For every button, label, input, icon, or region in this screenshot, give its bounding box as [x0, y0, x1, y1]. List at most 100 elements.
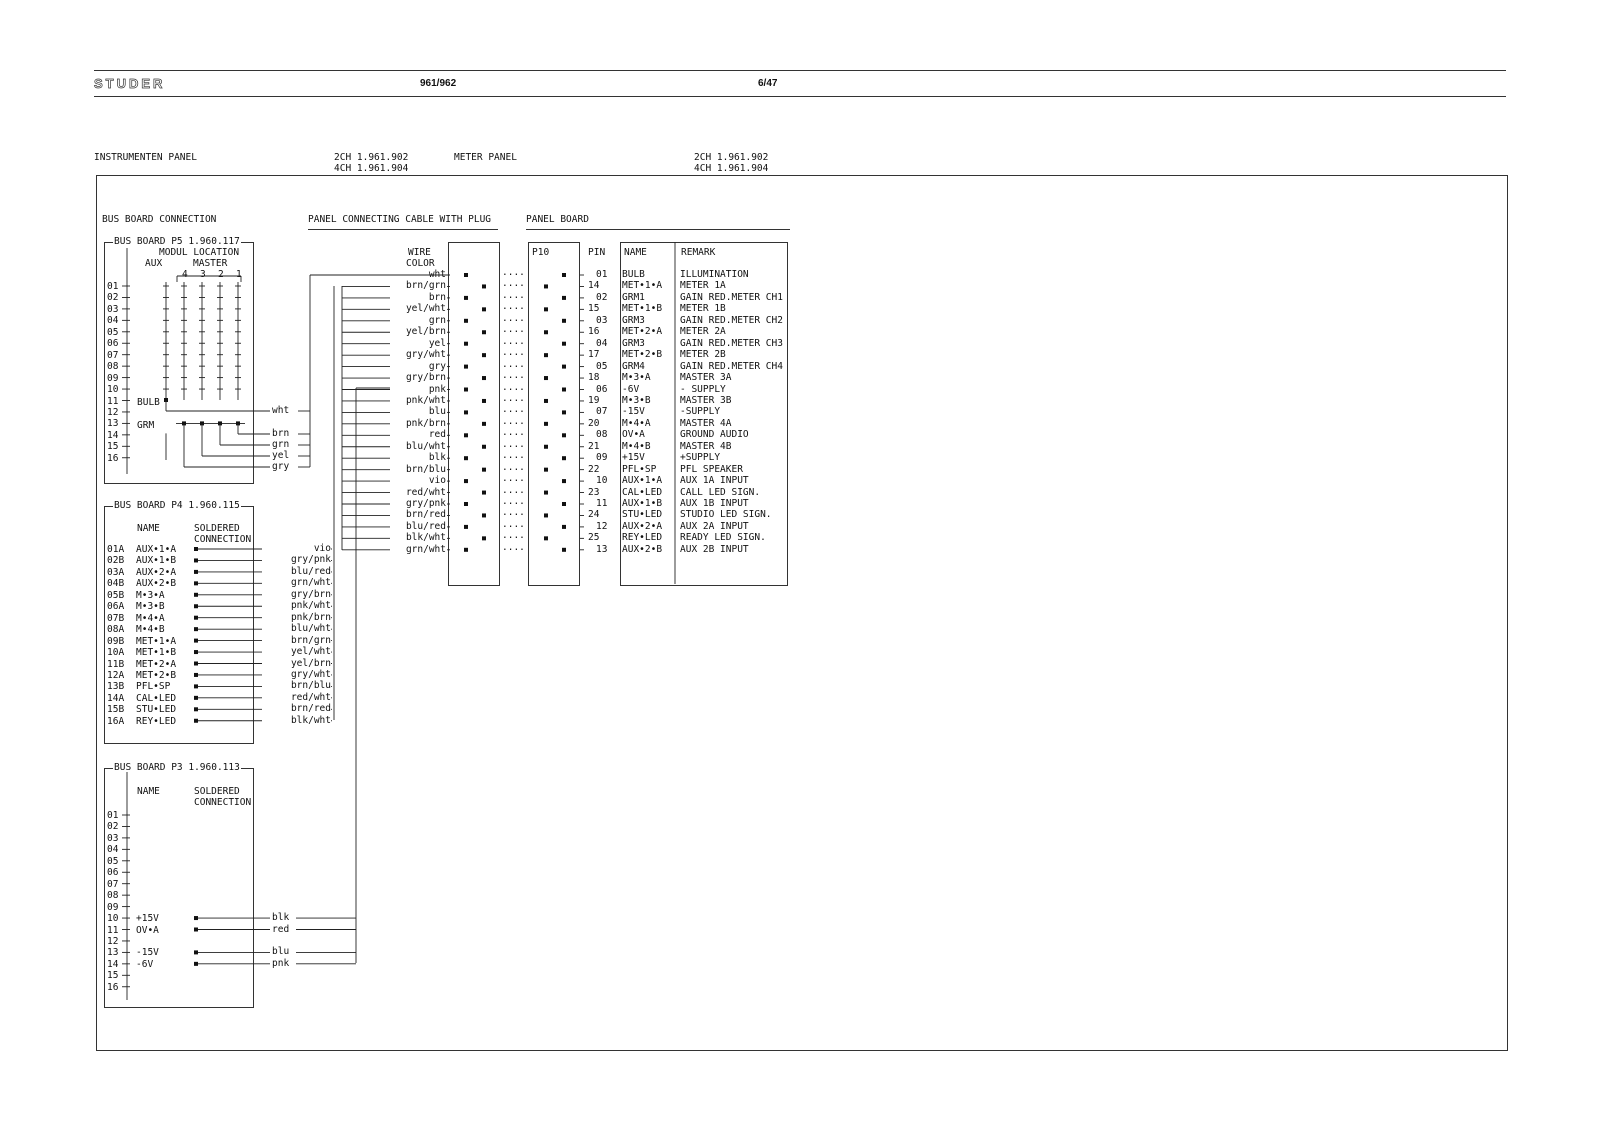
- plug-pin: [482, 421, 486, 426]
- p3-solder-point: [194, 927, 198, 932]
- panel-remark: METER 2A: [680, 326, 726, 338]
- p4-solder-point: [194, 661, 198, 666]
- p4-pin: 09B: [107, 635, 125, 647]
- p4-pin: 11B: [107, 658, 125, 670]
- p4-signal-name: AUX•1•A: [136, 544, 177, 555]
- pin-continuation: ....: [502, 404, 525, 416]
- socket-pin: [544, 490, 548, 495]
- panel-pin: 08: [596, 429, 608, 441]
- p3-signal-name: -6V: [136, 958, 154, 970]
- cable-wire-color: blu/red: [405, 520, 446, 532]
- panel-pin: 23: [588, 486, 600, 498]
- panel-signal-name: AUX•2•B: [622, 543, 663, 555]
- p5-wire-label: yel: [272, 450, 290, 461]
- p4-pin: 02B: [107, 555, 125, 567]
- panel-pin: 11: [596, 498, 608, 509]
- p10-label: P10: [532, 247, 550, 258]
- p3-pin: 15: [107, 970, 119, 982]
- p3-wire-color: blu: [272, 946, 290, 958]
- pin-continuation: ....: [502, 450, 525, 462]
- socket-pin: [562, 456, 566, 461]
- pin-continuation: ....: [502, 473, 525, 485]
- p4-signal-name: CAL•LED: [136, 692, 177, 704]
- p3-pin: 03: [107, 832, 119, 844]
- panel-signal-name: GRM3: [622, 314, 645, 326]
- panel-remark: GAIN RED.METER CH4: [680, 360, 783, 372]
- socket-pin: [562, 502, 566, 506]
- panel-signal-name: GRM1: [622, 291, 645, 303]
- panel-pin: 18: [588, 372, 600, 384]
- panel-board-heading: PANEL BOARD: [526, 214, 589, 225]
- p4-pin: 15B: [107, 704, 125, 716]
- p3-pin: 11: [107, 924, 119, 936]
- panel-signal-name: AUX•2•A: [622, 520, 663, 532]
- p3-wire-color: red: [272, 923, 290, 935]
- panel-pin: 19: [588, 394, 600, 406]
- p3-solder-point: [194, 950, 198, 955]
- p3-solder-point: [194, 916, 198, 921]
- cable-wire-color: blk: [428, 452, 446, 464]
- p4-wire-color: brn/red: [290, 703, 331, 715]
- cable-wire-color: blu/wht: [405, 440, 446, 452]
- panel-pin: 07: [596, 406, 608, 418]
- panel-signal-name: BULB: [622, 269, 645, 280]
- p5-pin: 13: [107, 418, 119, 430]
- socket-pin: [562, 524, 566, 529]
- panel-signal-name: -6V: [622, 383, 640, 395]
- socket-pin: [562, 364, 566, 369]
- p4-solder-point: [194, 638, 198, 643]
- socket-pin: [544, 284, 548, 289]
- socket-pin: [562, 387, 566, 392]
- p5-pin: 01: [107, 281, 119, 292]
- p3-connection-header: CONNECTION: [194, 797, 252, 808]
- panel-pin: 04: [596, 337, 608, 349]
- p3-pin: 12: [107, 935, 119, 947]
- pin-continuation: ....: [502, 324, 525, 336]
- panel-signal-name: OV•A: [622, 429, 645, 441]
- panel-pin: 14: [588, 280, 600, 292]
- plug-pin: [482, 284, 486, 289]
- p4-signal-name: MET•2•A: [136, 658, 177, 670]
- cable-wire-color: grn: [428, 314, 446, 326]
- pin-continuation: ....: [502, 312, 525, 324]
- panel-signal-name: M•4•A: [622, 417, 651, 429]
- cable-wire-color: brn/grn: [405, 280, 446, 292]
- plug-pin: [482, 444, 486, 449]
- plug-pin: [482, 467, 486, 472]
- plug-pin: [482, 376, 486, 381]
- panel-remark: GAIN RED.METER CH1: [680, 291, 783, 303]
- pin-continuation: ....: [502, 507, 525, 519]
- p5-title: BUS BOARD P5 1.960.117: [113, 236, 241, 247]
- pin-continuation: ....: [502, 267, 525, 278]
- panel-remark: READY LED SIGN.: [680, 532, 766, 544]
- pin-continuation: ....: [502, 358, 525, 370]
- p4-solder-point: [194, 581, 198, 586]
- cable-wire-color: yel/wht: [405, 303, 446, 315]
- p4-solder-point: [194, 547, 198, 551]
- socket-pin: [562, 295, 566, 300]
- p4-pin: 07B: [107, 612, 125, 624]
- panel-pin: 05: [596, 360, 608, 372]
- p5-pin: 12: [107, 406, 119, 418]
- panel-board-table: [620, 242, 788, 586]
- pin-continuation: ....: [502, 438, 525, 450]
- p5-pin: 16: [107, 452, 119, 464]
- p4-signal-name: REY•LED: [136, 715, 177, 727]
- p4-pin: 03A: [107, 566, 125, 578]
- plug-pin: [464, 341, 468, 346]
- p4-wire-color: brn/grn: [290, 634, 331, 646]
- socket-pin: [544, 330, 548, 335]
- p4-wire-color: pnk/wht: [290, 600, 331, 612]
- socket-pin: [544, 444, 548, 449]
- p4-solder-point: [194, 718, 198, 723]
- p3-pin: 04: [107, 844, 119, 856]
- panel-remark: METER 1B: [680, 303, 726, 315]
- p4-pin: 08A: [107, 624, 125, 636]
- cable-wire-color: blu: [428, 406, 446, 418]
- p5-slot-1: 1: [236, 269, 242, 280]
- p4-pin: 12A: [107, 669, 125, 681]
- name-header: NAME: [624, 247, 647, 258]
- panel-remark: ILLUMINATION: [680, 269, 749, 280]
- cable-wire-color: blk/wht: [405, 532, 446, 544]
